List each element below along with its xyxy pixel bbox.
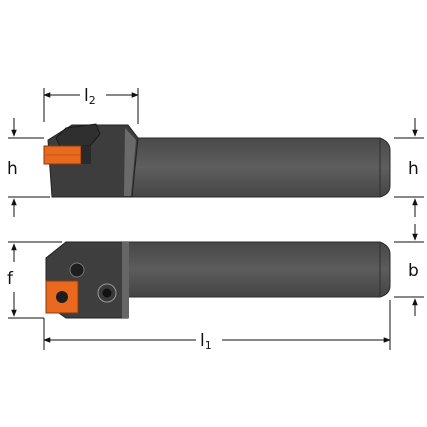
label-f: f: [7, 269, 14, 289]
label-h-left: h: [7, 159, 18, 179]
tool-side-view: [43, 123, 391, 198]
shank-side: [131, 137, 391, 198]
label-b: b: [408, 261, 419, 281]
clamp-side: [55, 123, 101, 147]
label-l2: l2: [84, 86, 96, 107]
shank-top: [127, 241, 391, 298]
label-h-right: h: [408, 159, 419, 179]
dimension-lines: [8, 88, 424, 350]
insert-hole-icon: [56, 291, 68, 303]
pin-icon: [69, 262, 85, 278]
label-l1: l1: [200, 331, 212, 352]
tool-top-view: [45, 241, 391, 319]
